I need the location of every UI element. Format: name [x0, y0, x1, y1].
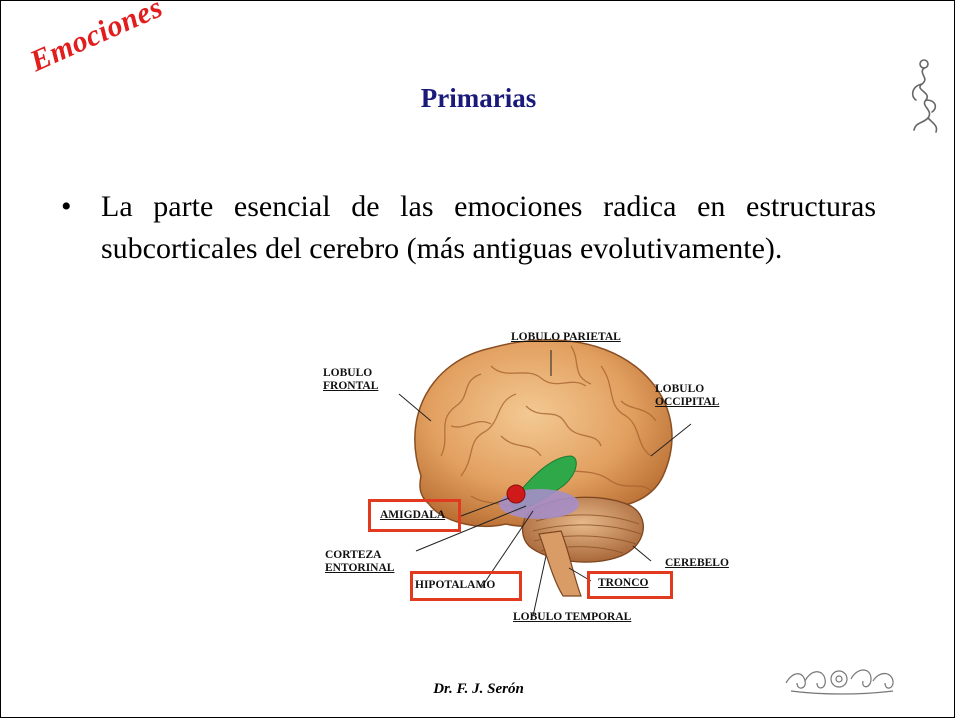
section-tag: Emociones [25, 0, 168, 79]
label-corteza-entorinal: CORTEZA ENTORINAL [325, 549, 395, 574]
slide-title: Primarias [420, 83, 537, 113]
label-lobulo-occipital: LOBULO OCCIPITAL [655, 383, 720, 408]
label-lobulo-parietal: LOBULO PARIETAL [511, 331, 621, 343]
bullet-marker: • [61, 190, 72, 223]
hipotalamo-highlight-box [410, 571, 522, 601]
bullet-text: La parte esencial de las emociones radic… [101, 190, 876, 265]
label-hipotalamo: HIPOTALAMO [415, 579, 496, 591]
label-amigdala: AMIGDALA [380, 509, 446, 521]
tronco-highlight-box [587, 571, 673, 599]
brain-illustration [398, 339, 692, 617]
bullet-item: • La parte esencial de las emociones rad… [61, 186, 876, 270]
scroll-ornament-icon [785, 669, 894, 695]
label-lobulo-temporal: LOBULO TEMPORAL [513, 611, 632, 623]
label-cerebelo: CEREBELO [665, 557, 729, 569]
label-lobulo-frontal: LOBULO FRONTAL [323, 367, 379, 392]
amigdala-highlight-box [368, 499, 461, 532]
label-tronco: TRONCO [598, 577, 649, 589]
slide-footer: Dr. F. J. Serón [433, 681, 524, 697]
skeleton-figure-icon [911, 59, 938, 133]
